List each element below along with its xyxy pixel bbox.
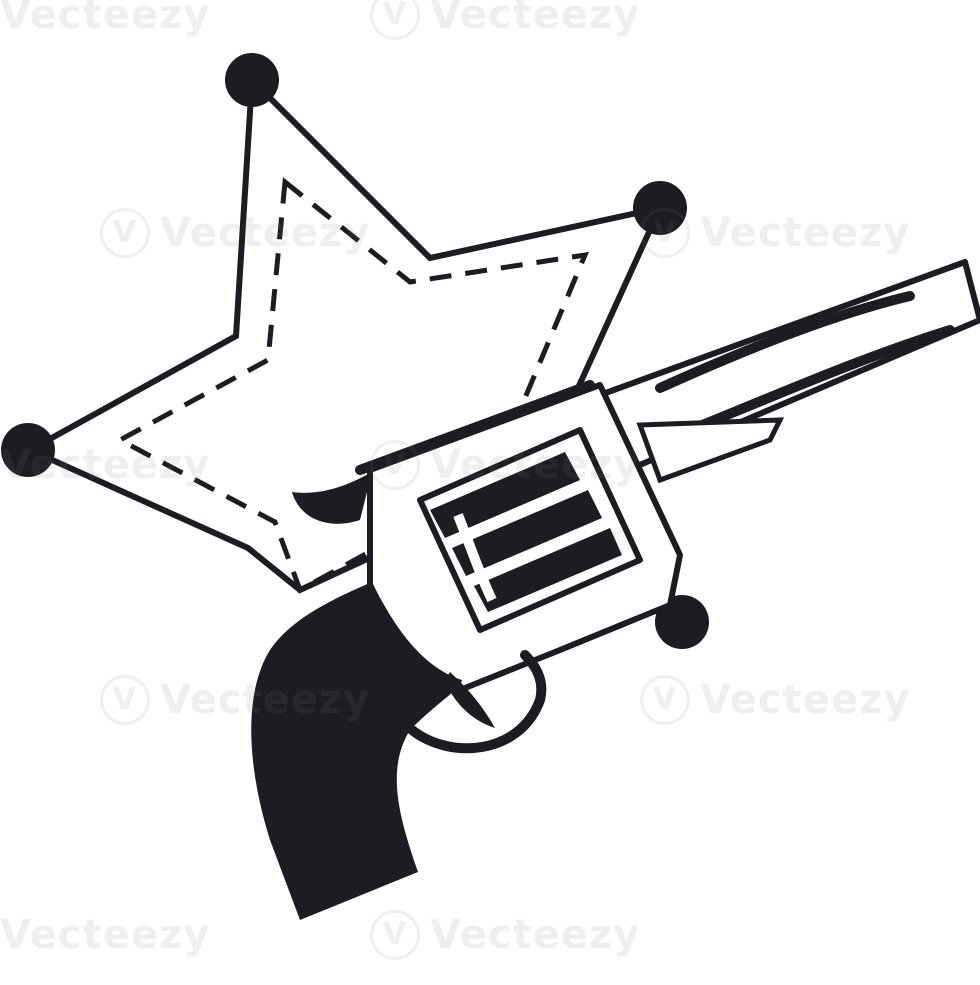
revolver-grip <box>251 582 462 920</box>
star-point-ball-left <box>1 423 55 477</box>
revolver-trigger-guard <box>407 650 547 754</box>
revolver-cylinder <box>417 427 643 633</box>
revolver-hammer <box>292 472 372 524</box>
revolver <box>251 259 980 920</box>
revolver-barrel <box>597 259 980 484</box>
revolver-top-strap <box>355 380 595 475</box>
star-point-ball-top <box>225 53 279 107</box>
star-point-ball-right <box>633 181 687 235</box>
